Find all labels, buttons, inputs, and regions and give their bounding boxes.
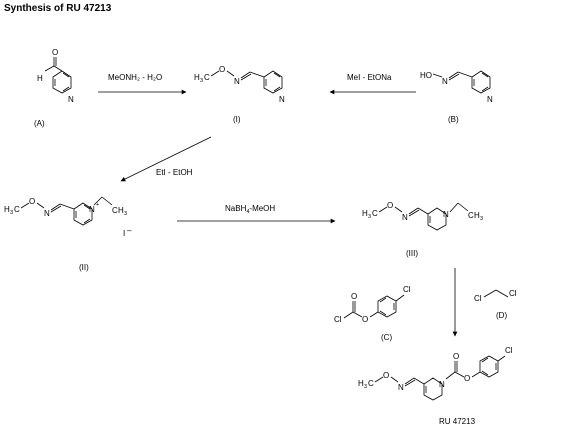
atom-n: N — [402, 213, 408, 222]
compound-d-structure: Cl Cl — [474, 289, 517, 303]
atom-o: O — [453, 352, 459, 361]
compound-c-structure: Cl O O Cl — [334, 285, 411, 324]
atom-sub: 3 — [368, 214, 371, 220]
label-compound-c: (C) — [381, 333, 392, 342]
atom-ho: HO — [420, 71, 432, 80]
atom-o: O — [219, 65, 225, 74]
atom-ch3: H — [4, 205, 10, 214]
atom-ch3: C — [112, 206, 118, 215]
label-compound-a: (A) — [34, 119, 45, 128]
atom-o: O — [29, 197, 35, 206]
atom-c: C — [368, 379, 374, 388]
atom-cl: Cl — [403, 285, 411, 294]
atom-n: N — [398, 383, 404, 392]
label-product: RU 47213 — [439, 417, 476, 426]
atom-n: N — [487, 95, 493, 104]
compound-b-structure: HO N N — [420, 70, 493, 104]
charge-minus: – — [127, 226, 132, 235]
atom-ch3: H — [194, 73, 200, 82]
atom-n: N — [442, 77, 448, 86]
atom-c: C — [14, 205, 20, 214]
label-compound-iii: (III) — [406, 249, 418, 258]
atom-sub: 3 — [480, 216, 483, 222]
atom-ch3: H — [362, 209, 368, 218]
atom-sub: 3 — [10, 210, 13, 216]
atom-o: O — [464, 374, 470, 383]
atom-o: O — [52, 48, 58, 57]
compound-iii-structure: H 3 C O N N C H 3 — [362, 201, 483, 231]
atom-n: N — [439, 380, 445, 389]
atom-n: N — [443, 210, 449, 219]
atom-o: O — [351, 292, 357, 301]
compound-i-structure: H 3 C O N N — [194, 65, 285, 104]
atom-ch3: C — [468, 211, 474, 220]
atom-n: N — [68, 95, 74, 104]
scheme-title: Synthesis of RU 47213 — [4, 3, 112, 14]
label-compound-d: (D) — [496, 311, 507, 320]
atom-sub: 3 — [200, 78, 203, 84]
product-structure: H 3 C O N N O O Cl — [358, 346, 513, 401]
label-compound-ii: (II) — [79, 263, 89, 272]
atom-ch3: H — [358, 379, 364, 388]
reaction-arrow-3 — [120, 136, 212, 182]
reagent-step-1: MeONH₂ - H₂O — [108, 73, 162, 82]
label-compound-i: (I) — [233, 115, 241, 124]
atom-o: O — [387, 201, 393, 210]
atom-sub: 3 — [364, 384, 367, 390]
atom-cl: Cl — [505, 346, 513, 355]
compound-a-structure: H O N — [37, 48, 74, 104]
atom-c: C — [372, 209, 378, 218]
atom-o: O — [362, 315, 368, 324]
atom-n: N — [89, 205, 95, 214]
atom-n: N — [44, 209, 50, 218]
atom-c: C — [204, 73, 210, 82]
atom-n: N — [234, 77, 240, 86]
label-compound-b: (B) — [448, 115, 459, 124]
atom-cl: Cl — [334, 315, 342, 324]
atom-o: O — [383, 371, 389, 380]
atom-h: H — [474, 211, 480, 220]
reagent-step-4: NaBH4-MeOH — [225, 204, 275, 215]
atom-n: N — [279, 95, 285, 104]
charge-plus: + — [96, 202, 99, 208]
reagent-step-3: EtI - EtOH — [156, 168, 193, 177]
compound-ii-structure: H 3 C O N N + C H 3 I – — [4, 196, 132, 238]
reagent-step-2: MeI - EtONa — [347, 73, 392, 82]
atom-cl: Cl — [509, 289, 517, 298]
atom-cl: Cl — [474, 294, 482, 303]
atom-h: H — [118, 206, 124, 215]
atom-h: H — [37, 74, 43, 83]
counter-ion-iodide: I — [123, 229, 125, 238]
atom-sub: 3 — [124, 211, 127, 217]
